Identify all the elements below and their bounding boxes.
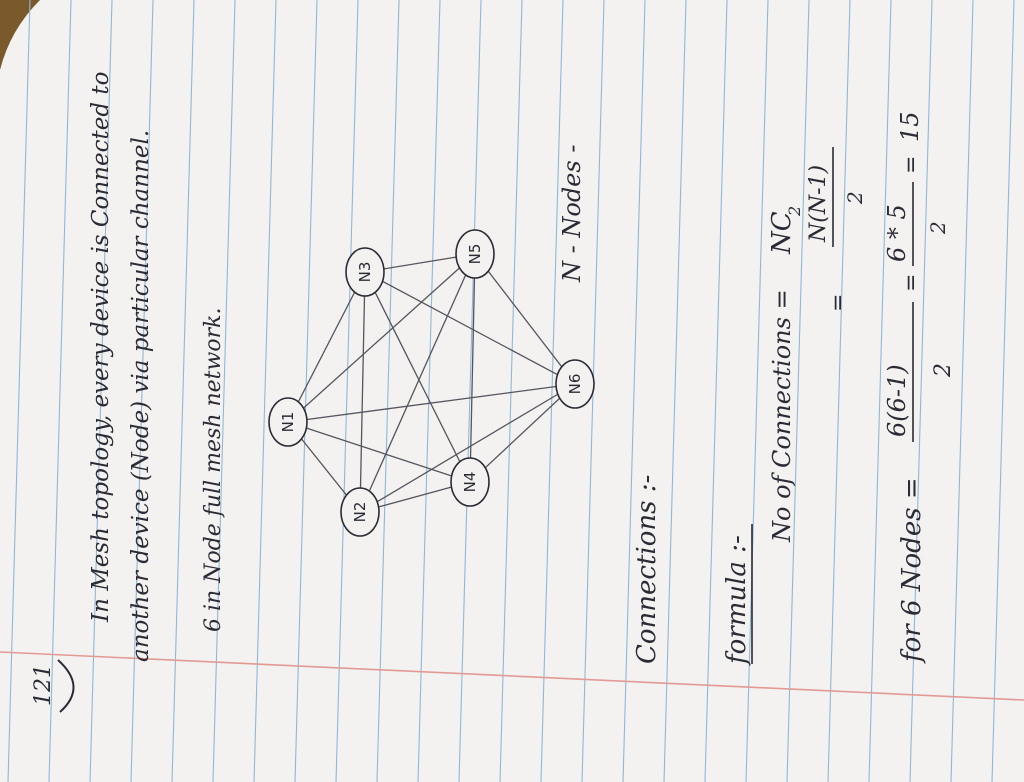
ruled-line (294, 0, 318, 782)
node-label: N2 (351, 502, 369, 523)
formula-line1-prefix: No of Connections = (768, 289, 796, 543)
node-circle (268, 397, 308, 447)
mesh-node-n3: N3 (345, 247, 385, 297)
mesh-node-n2: N2 (340, 487, 380, 537)
example-result: 15 (896, 111, 924, 142)
ruled-line (417, 0, 441, 782)
intro-line-1: In Mesh topology, every device is Connec… (88, 72, 114, 623)
example-eq-1: = (899, 274, 924, 292)
mesh-edge-n1-n3 (287, 271, 366, 423)
node-label: N3 (356, 262, 374, 283)
example-prefix: for 6 Nodes = (897, 477, 927, 664)
node-circle (455, 229, 495, 279)
ruled-line (991, 0, 1015, 782)
ruled-line (950, 0, 974, 782)
formula-line1-subscript: 2 (785, 206, 804, 217)
mesh-edge-n2-n3 (359, 271, 366, 513)
ruled-line (745, 0, 769, 782)
mesh-node-n5: N5 (455, 229, 495, 279)
example-eq-2: = (899, 156, 924, 174)
ruled-line (622, 0, 646, 782)
formula-heading: formula :- (722, 535, 752, 666)
ruled-lines (7, 0, 1015, 782)
ruled-line (786, 0, 810, 782)
example-numerator-1: 6(6-1) (883, 364, 911, 437)
node-circle (555, 359, 595, 409)
page-number: 121 (31, 664, 56, 706)
ruled-line (7, 0, 31, 782)
node-label: N4 (461, 472, 479, 493)
mesh-edge-n4-n6 (469, 383, 576, 483)
ruled-line (458, 0, 482, 782)
intro-line-2: another device (Node) via particular cha… (128, 130, 154, 662)
mesh-node-n4: N4 (450, 457, 490, 507)
node-circle (340, 487, 380, 537)
ruled-line (499, 0, 523, 782)
ruled-line (130, 0, 154, 782)
ruled-line (909, 0, 933, 782)
mesh-edge-n4-n5 (469, 253, 476, 483)
ruled-line (253, 0, 277, 782)
ruled-line (48, 0, 72, 782)
node-label: N5 (466, 244, 484, 265)
page-number-badge: 121 (31, 659, 75, 713)
ruled-line (171, 0, 195, 782)
formula-line1-value: NC (767, 211, 797, 255)
ruled-line (540, 0, 564, 782)
connections-heading: Connections :- (632, 475, 662, 664)
ruled-line (663, 0, 687, 782)
ruled-line (212, 0, 236, 782)
ruled-line (868, 0, 892, 782)
handwritten-content: 121 In Mesh topology, every device is Co… (31, 72, 956, 713)
example-denominator-1: 2 (931, 363, 956, 378)
mesh-node-n6: N6 (555, 359, 595, 409)
formula-line2-numerator: N(N-1) (806, 165, 831, 243)
n-nodes-label: N - Nodes - (558, 145, 586, 283)
mesh-edge-n1-n5 (287, 253, 476, 423)
ruled-line (704, 0, 728, 782)
mesh-node-n1: N1 (268, 397, 308, 447)
formula-line2-eq: = (826, 294, 851, 312)
formula-line2-denominator: 2 (843, 191, 867, 205)
mesh-edge-n2-n5 (359, 253, 476, 513)
ruled-line (827, 0, 851, 782)
diagram-caption: 6 in Node full mesh network. (201, 308, 226, 632)
example-numerator-2: 6 * 5 (883, 204, 911, 262)
example-denominator-2: 2 (926, 221, 950, 235)
node-circle (345, 247, 385, 297)
mesh-edge-n3-n6 (364, 271, 576, 385)
mesh-edge-n1-n4 (287, 421, 471, 483)
ruled-line (376, 0, 400, 782)
ruled-line (335, 0, 359, 782)
mesh-edge-n1-n6 (287, 383, 576, 423)
ruled-line (89, 0, 113, 782)
mesh-edge-n3-n4 (364, 271, 471, 483)
mesh-edge-n2-n6 (359, 383, 576, 513)
node-label: N6 (566, 374, 584, 395)
node-circle (450, 457, 490, 507)
mesh-edge-n5-n6 (474, 253, 576, 385)
node-label: N1 (279, 412, 297, 433)
margin-line (0, 651, 1024, 701)
